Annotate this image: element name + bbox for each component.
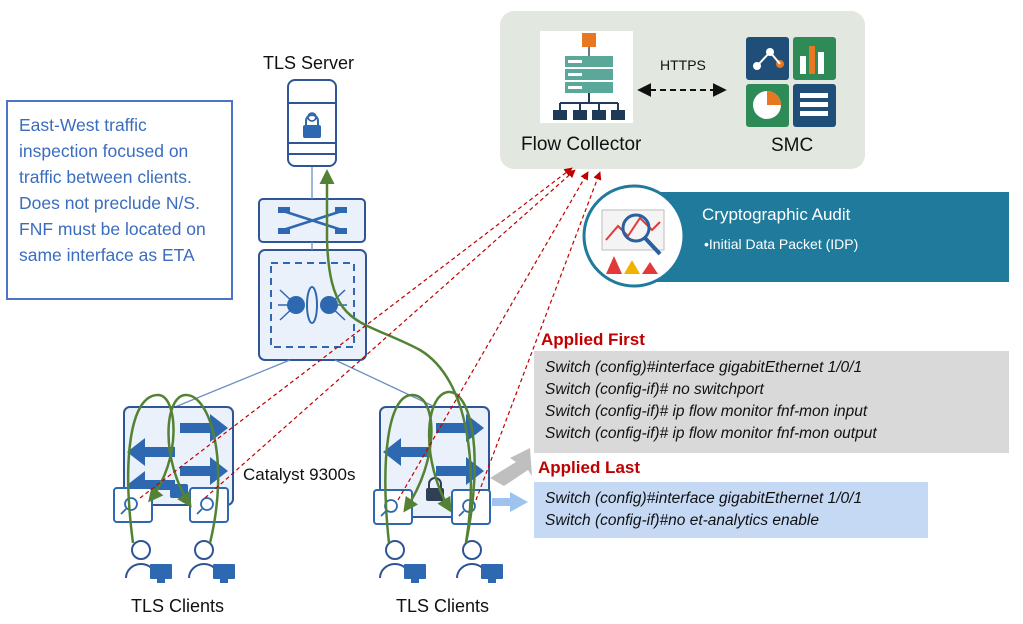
audit-banner — [650, 192, 1009, 282]
distribution-switch-icon — [258, 249, 367, 361]
applied-first-title: Applied First — [541, 330, 645, 349]
command-line: Switch (config)#interface gigabitEtherne… — [545, 490, 863, 507]
tls-clients-left-label: TLS Clients — [131, 596, 225, 616]
tls-client-icons — [125, 540, 488, 579]
applied-first-commands: Switch (config)#interface gigabitEtherne… — [534, 351, 1009, 453]
command-line: Switch (config-if)#no et-analytics enabl… — [545, 512, 819, 529]
command-line: Switch (config-if)# ip flow monitor fnf-… — [545, 403, 868, 420]
audit-item: •Initial Data Packet (IDP) — [704, 236, 859, 252]
applied-last-title: Applied Last — [538, 458, 641, 477]
tls-clients-right-label: TLS Clients — [396, 596, 490, 616]
audit-title: Cryptographic Audit — [702, 205, 851, 224]
applied-first-pointer — [490, 448, 532, 486]
access-switch-left-icon — [123, 406, 234, 506]
tls-server-label: TLS Server — [263, 53, 355, 73]
https-label: HTTPS — [660, 57, 706, 73]
east-west-note-text: East-West traffic inspection focused on … — [19, 115, 206, 265]
command-line: Switch (config-if)# ip flow monitor fnf-… — [545, 425, 877, 442]
flow-collector-label: Flow Collector — [521, 134, 642, 155]
core-switch-icon — [258, 198, 366, 243]
east-west-note: East-West traffic inspection focused on … — [6, 100, 233, 300]
flow-export-lines — [139, 167, 602, 501]
catalyst-label: Catalyst 9300s — [243, 465, 356, 484]
command-line: Switch (config)#interface gigabitEtherne… — [545, 359, 863, 376]
applied-last-pointer — [492, 492, 528, 512]
audit-graphic — [601, 209, 665, 274]
tls-server-icon — [287, 79, 337, 167]
traffic-paths — [126, 169, 476, 544]
smc-icon — [746, 37, 836, 127]
command-line: Switch (config-if)# no switchport — [545, 381, 764, 398]
smc-label: SMC — [771, 135, 814, 156]
flow-collector-icon — [540, 31, 633, 123]
applied-last-commands: Switch (config)#interface gigabitEtherne… — [534, 482, 928, 538]
